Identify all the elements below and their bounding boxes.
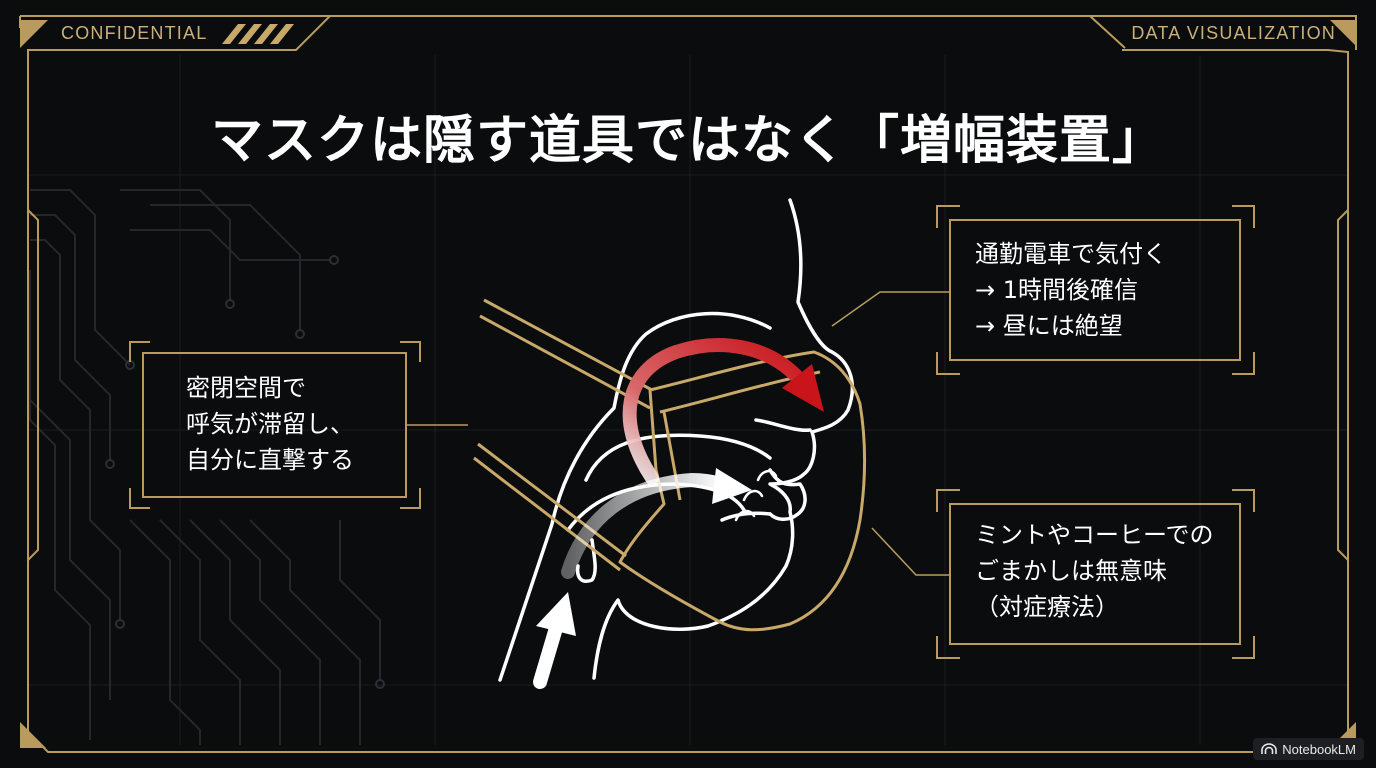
callout-left-line: 呼気が滞留し、 [186, 410, 354, 438]
slide-title: マスクは隠す道具ではなく「増幅装置」 [210, 111, 1165, 171]
white-airflow-arrows [533, 468, 752, 689]
callout-bottom-right-line: ごまかしは無意味 [975, 557, 1167, 585]
frame-corner-bottom-left [20, 722, 46, 748]
callout-bottom-right-line: ミントやコーヒーでの [975, 521, 1214, 549]
callout-bottom-right: ミントやコーヒーでの ごまかしは無意味 （対症療法） [975, 517, 1214, 625]
callout-top-right-line: 通勤電車で気付く [975, 240, 1167, 268]
data-visualization-tag: DATA VISUALIZATION [1131, 23, 1336, 43]
background-grid [28, 55, 1348, 745]
callout-top-right: 通勤電車で気付く → 1時間後確信 → 昼には絶望 [975, 236, 1167, 344]
hazard-stripes [222, 24, 294, 44]
leader-lines [406, 291, 950, 576]
circuit-traces [29, 189, 381, 745]
head-outline [498, 198, 855, 682]
frame-corner-top-left [20, 20, 48, 48]
callout-left: 密閉空間で 呼気が滞留し、 自分に直撃する [186, 370, 354, 478]
callout-top-right-line: → 1時間後確信 [975, 276, 1139, 304]
outer-frame [19, 15, 1357, 753]
notebooklm-logo-icon [1261, 743, 1278, 754]
frame-corner-top-right [1330, 20, 1356, 46]
breath-puffs [734, 469, 778, 522]
brand-label: NotebookLM [1282, 741, 1356, 757]
red-recirculation-arrow [622, 338, 824, 485]
callout-bottom-right-line: （対症療法） [975, 593, 1119, 621]
callout-top-right-line: → 昼には絶望 [975, 312, 1123, 340]
callout-left-line: 自分に直撃する [186, 446, 354, 474]
side-accents [27, 209, 1349, 561]
circuit-nodes [105, 255, 385, 689]
notebooklm-badge: NotebookLM [1253, 738, 1364, 760]
confidential-tag: CONFIDENTIAL [61, 23, 208, 43]
mask-outline [473, 298, 866, 632]
callout-left-line: 密閉空間で [186, 374, 306, 402]
